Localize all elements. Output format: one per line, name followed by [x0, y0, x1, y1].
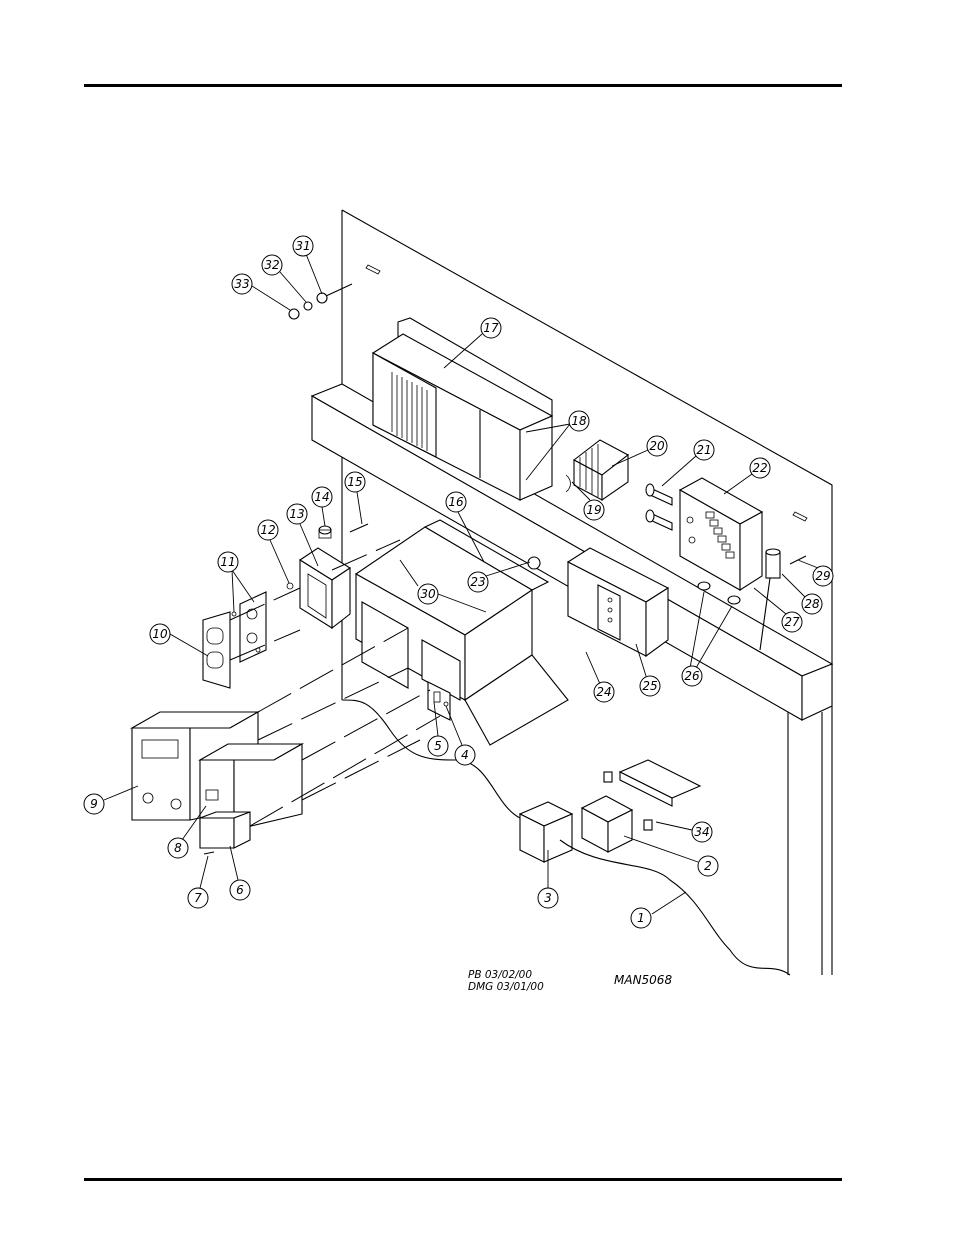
svg-text:11: 11 [220, 555, 235, 569]
callout-12: 12 [257, 519, 279, 541]
callout-7: 7 [187, 887, 209, 909]
outlet-box [286, 523, 369, 630]
callout-31: 31 [292, 235, 314, 257]
callout-18: 18 [568, 410, 590, 432]
footer-rule [84, 1178, 842, 1181]
small-hardware [697, 548, 807, 651]
callout-5: 5 [427, 735, 449, 757]
callout-4: 4 [454, 744, 476, 766]
svg-text:4: 4 [461, 748, 469, 762]
svg-text:15: 15 [347, 475, 362, 489]
transformer [565, 439, 630, 502]
svg-text:24: 24 [596, 685, 611, 699]
callout-30: 30 [417, 583, 439, 605]
callout-32: 32 [261, 254, 283, 276]
revision-note-1: PB 03/02/00 [468, 969, 532, 981]
callout-19: 19 [583, 499, 605, 521]
svg-text:33: 33 [234, 277, 249, 291]
svg-text:1: 1 [637, 911, 645, 925]
callout-21: 21 [693, 439, 715, 461]
svg-text:19: 19 [586, 503, 601, 517]
svg-text:5: 5 [434, 739, 442, 753]
small-relay [199, 811, 251, 855]
callout-22: 22 [749, 457, 771, 479]
explosion-lines [229, 539, 441, 827]
svg-text:20: 20 [649, 439, 665, 453]
svg-text:16: 16 [448, 495, 464, 509]
svg-text:12: 12 [260, 523, 275, 537]
revision-note-2: DMG 03/01/00 [468, 981, 544, 993]
svg-text:6: 6 [236, 883, 244, 897]
callout-29: 29 [812, 565, 834, 587]
callout-10: 10 [149, 623, 171, 645]
svg-text:10: 10 [152, 627, 168, 641]
callout-33: 33 [231, 273, 253, 295]
callout-20: 20 [646, 435, 668, 457]
svg-text:27: 27 [784, 615, 800, 629]
callout-13: 13 [286, 503, 308, 525]
svg-text:8: 8 [174, 841, 182, 855]
svg-text:13: 13 [289, 507, 304, 521]
callout-1: 1 [630, 907, 652, 929]
callout-27: 27 [781, 611, 803, 633]
callout-16: 16 [445, 491, 467, 513]
din-rail-components [518, 759, 702, 863]
callouts: 1 2 3 4 5 6 7 8 9 10 11 12 13 14 15 16 [83, 235, 834, 929]
svg-text:2: 2 [704, 859, 712, 873]
callout-34: 34 [691, 821, 713, 843]
callout-8: 8 [167, 837, 189, 859]
terminal-block [678, 477, 764, 592]
header-rule [84, 84, 842, 87]
svg-text:23: 23 [470, 575, 485, 589]
svg-text:7: 7 [194, 891, 202, 905]
callout-25: 25 [639, 675, 661, 697]
wire-break-line [341, 699, 791, 976]
drawing-number: MAN5068 [614, 973, 672, 987]
control-relay-box [566, 547, 670, 658]
svg-text:17: 17 [483, 321, 499, 335]
selector-switch [427, 681, 451, 721]
svg-text:26: 26 [684, 669, 700, 683]
svg-text:32: 32 [264, 258, 279, 272]
callout-28: 28 [801, 593, 823, 615]
mounting-bracket [354, 519, 569, 746]
svg-text:34: 34 [694, 825, 709, 839]
callout-17: 17 [480, 317, 502, 339]
transformer-housing [371, 317, 554, 501]
callout-6: 6 [229, 879, 251, 901]
callout-24: 24 [593, 681, 615, 703]
svg-text:18: 18 [571, 414, 587, 428]
svg-text:30: 30 [420, 587, 436, 601]
callout-11: 11 [217, 551, 239, 573]
callout-2: 2 [697, 855, 719, 877]
svg-text:21: 21 [696, 443, 711, 457]
capacitors [645, 483, 673, 531]
duplex-receptacle [202, 591, 267, 689]
nut-washer-stack [288, 283, 353, 320]
callout-26: 26 [681, 665, 703, 687]
callout-15: 15 [344, 471, 366, 493]
svg-text:31: 31 [295, 239, 310, 253]
svg-text:28: 28 [804, 597, 820, 611]
callout-9: 9 [83, 793, 105, 815]
svg-text:22: 22 [752, 461, 767, 475]
svg-text:9: 9 [90, 797, 98, 811]
svg-text:3: 3 [544, 891, 552, 905]
svg-text:14: 14 [314, 490, 329, 504]
svg-text:29: 29 [815, 569, 830, 583]
callout-3: 3 [537, 887, 559, 909]
svg-text:25: 25 [642, 679, 657, 693]
callout-23: 23 [467, 571, 489, 593]
callout-14: 14 [311, 486, 333, 508]
